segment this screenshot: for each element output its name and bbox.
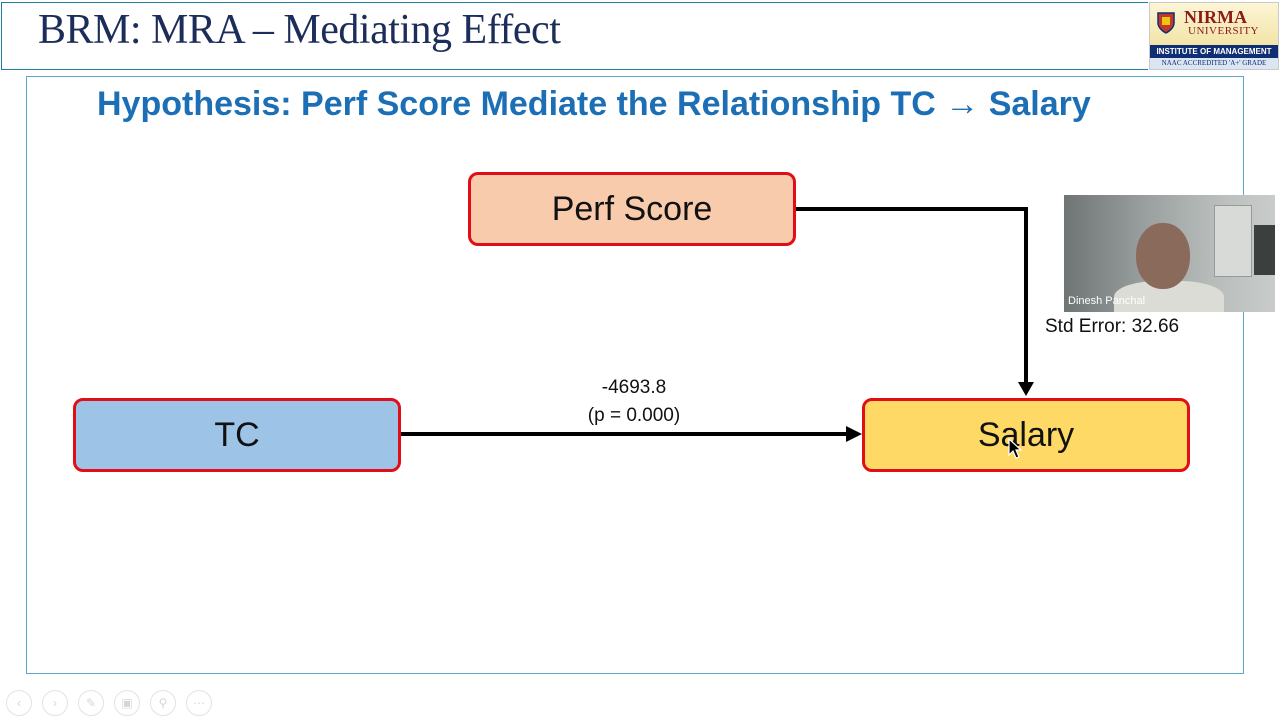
mouse-cursor-icon: [1008, 438, 1022, 459]
slide-header: BRM: MRA – Mediating Effect NIRMA UNIVER…: [0, 0, 1280, 72]
prev-icon[interactable]: ‹: [6, 690, 32, 716]
video-person-head: [1136, 223, 1190, 289]
logo-institute: INSTITUTE OF MANAGEMENT: [1150, 45, 1278, 58]
video-shelf: [1254, 225, 1275, 275]
direct-path-p-value: (p = 0.000): [587, 405, 681, 426]
independent-node-tc: TC: [73, 398, 401, 472]
std-error-label: Std Error: 32.66: [1045, 316, 1180, 337]
video-door: [1214, 205, 1252, 277]
logo-name: NIRMA: [1184, 7, 1247, 27]
shield-icon: [1157, 12, 1175, 34]
logo-accreditation: NAAC ACCREDITED 'A+' GRADE: [1150, 58, 1278, 69]
arrowhead-down: [1018, 382, 1034, 396]
dependent-node-salary: Salary: [862, 398, 1190, 472]
presentation-toolbar: ‹ › ✎ ▣ ⚲ ⋯: [6, 690, 212, 716]
arrowhead-right: [846, 426, 862, 442]
nirma-logo: NIRMA UNIVERSITY INSTITUTE OF MANAGEMENT…: [1149, 2, 1279, 70]
slide-title: Hypothesis: Perf Score Mediate the Relat…: [97, 85, 1091, 123]
video-tile[interactable]: Dinesh Panchal: [1064, 195, 1275, 312]
logo-banner: NIRMA UNIVERSITY: [1150, 3, 1278, 45]
next-icon[interactable]: ›: [42, 690, 68, 716]
mediator-node-perf-score: Perf Score: [468, 172, 796, 246]
direct-path-coefficient: -4693.8: [601, 377, 667, 398]
direct-path-label: -4693.8 (p = 0.000): [570, 374, 698, 430]
more-icon[interactable]: ⋯: [186, 690, 212, 716]
participant-name: Dinesh Panchal: [1068, 295, 1146, 307]
pen-icon[interactable]: ✎: [78, 690, 104, 716]
zoom-icon[interactable]: ⚲: [150, 690, 176, 716]
logo-university: UNIVERSITY: [1188, 25, 1259, 37]
header-frame: [1, 2, 1148, 70]
mediator-to-dependent-arrow: [796, 207, 1028, 382]
slides-icon[interactable]: ▣: [114, 690, 140, 716]
header-title: BRM: MRA – Mediating Effect: [38, 7, 561, 53]
